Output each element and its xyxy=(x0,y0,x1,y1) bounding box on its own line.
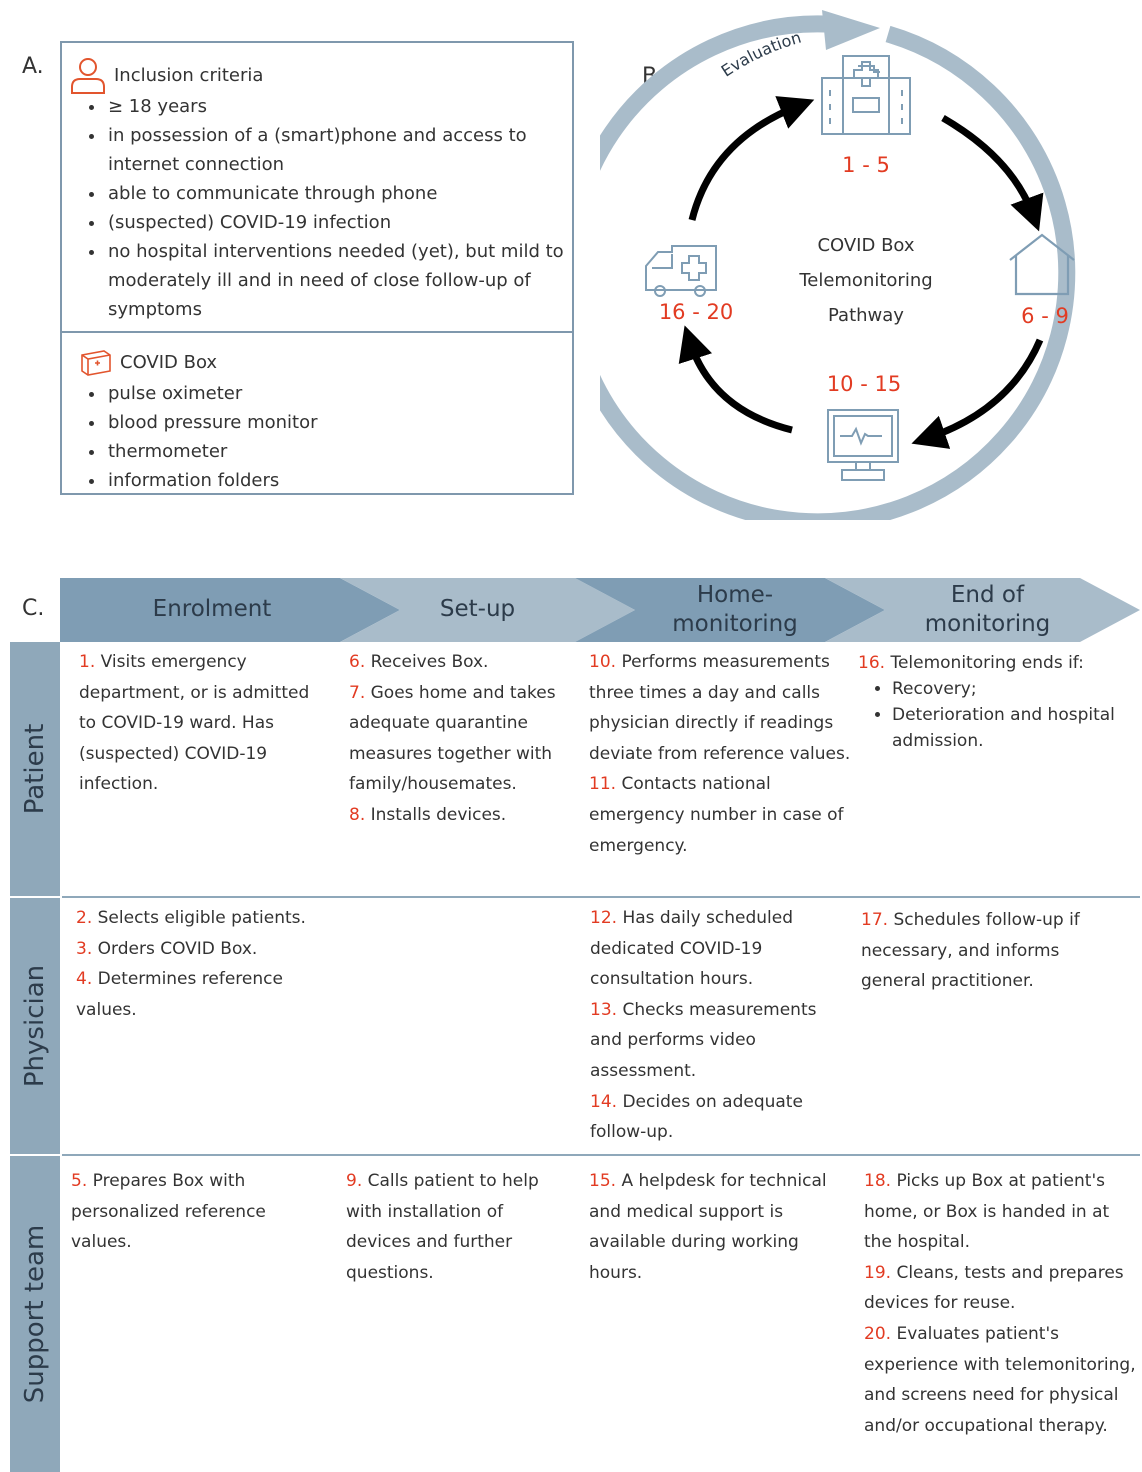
monitor-icon xyxy=(827,409,899,481)
box-divider xyxy=(62,331,572,333)
hospital-range: 1 - 5 xyxy=(842,153,890,177)
phase-home-monitoring: Home- monitoring xyxy=(672,581,798,637)
covid-box-title: COVID Box xyxy=(120,352,218,373)
cell-support-end: 18. Picks up Box at patient's home, or B… xyxy=(864,1171,1136,1436)
cell-physician-enrolment: 2. Selects eligible patients. 3. Orders … xyxy=(76,908,306,1020)
cell-physician-home: 12. Has daily scheduled dedicated COVID-… xyxy=(590,908,817,1143)
inclusion-list: ≥ 18 years in possession of a (smart)pho… xyxy=(62,92,576,324)
arrow-home-to-monitor xyxy=(911,338,1044,449)
lane-physician: Physician xyxy=(10,898,60,1154)
arrow-monitor-to-ambulance xyxy=(678,325,793,434)
ambulance-icon xyxy=(645,245,717,297)
lane-patient: Patient xyxy=(10,642,60,896)
center-line-2: Telemonitoring xyxy=(799,270,933,291)
evaluation-ring xyxy=(600,15,1076,520)
center-line-1: COVID Box xyxy=(817,235,915,256)
inclusion-item: able to communicate through phone xyxy=(106,179,576,208)
monitor-range: 10 - 15 xyxy=(827,372,901,396)
pathway-cycle-diagram: Evaluation 1 - 5 6 - 9 10 - 15 16 - 20 xyxy=(600,10,1076,520)
phase-chevron-end xyxy=(825,578,1140,642)
hospital-icon xyxy=(821,55,911,135)
inclusion-item: in possession of a (smart)phone and acce… xyxy=(106,121,576,179)
list-item: Recovery; xyxy=(892,676,1122,702)
phase-chevron-bar xyxy=(60,578,1140,642)
ambulance-range: 16 - 20 xyxy=(659,300,733,324)
box-item: information folders xyxy=(106,466,576,495)
panel-c-letter: C. xyxy=(22,596,45,621)
home-icon xyxy=(1009,233,1075,296)
cell-patient-home: 10. Performs measurements three times a … xyxy=(589,652,851,856)
inclusion-item: (suspected) COVID-19 infection xyxy=(106,208,576,237)
cell-patient-end: 16. Telemonitoring ends if: Recovery; De… xyxy=(858,650,1122,754)
inclusion-box: Inclusion criteria ≥ 18 years in possess… xyxy=(60,41,574,495)
list-item: Deterioration and hospital admission. xyxy=(892,702,1122,754)
box-item: thermometer xyxy=(106,437,576,466)
phase-chevron-setup xyxy=(340,578,635,642)
arrow-ambulance-to-hospital xyxy=(688,96,815,221)
cell-support-enrolment: 5. Prepares Box with personalized refere… xyxy=(71,1171,266,1253)
lane-divider xyxy=(62,896,1140,898)
lane-support-team: Support team xyxy=(10,1156,60,1472)
inclusion-item: ≥ 18 years xyxy=(106,92,576,121)
box-contents-list: pulse oximeter blood pressure monitor th… xyxy=(62,379,576,495)
inclusion-item: no hospital interventions needed (yet), … xyxy=(106,237,576,324)
center-line-3: Pathway xyxy=(828,305,904,326)
phase-end-of-monitoring: End of monitoring xyxy=(924,581,1051,637)
cell-support-setup: 9. Calls patient to help with installati… xyxy=(346,1171,539,1283)
arrow-hospital-to-home xyxy=(941,114,1044,232)
phase-chevron-enrolment xyxy=(60,578,400,642)
cell-patient-enrolment: 1. Visits emergency department, or is ad… xyxy=(79,652,310,795)
phase-setup: Set-up xyxy=(439,596,516,622)
lane-divider xyxy=(62,1154,1140,1156)
phase-enrolment: Enrolment xyxy=(152,596,272,622)
box-item: pulse oximeter xyxy=(106,379,576,408)
cell-support-home: 15. A helpdesk for technical and medical… xyxy=(589,1171,827,1283)
inclusion-title: Inclusion criteria xyxy=(114,65,264,86)
evaluation-arrowhead xyxy=(822,10,880,50)
cell-patient-setup: 6. Receives Box. 7. Goes home and takes … xyxy=(349,652,556,825)
phase-chevron-home xyxy=(575,578,885,642)
cell-physician-end: 17. Schedules follow-up if necessary, an… xyxy=(861,910,1080,992)
pathway-center-label: COVID Box Telemonitoring Pathway xyxy=(766,228,966,333)
person-icon xyxy=(71,58,105,94)
covid-box-icon xyxy=(81,350,111,376)
home-range: 6 - 9 xyxy=(1021,304,1069,328)
panel-a-letter: A. xyxy=(22,54,44,79)
box-item: blood pressure monitor xyxy=(106,408,576,437)
